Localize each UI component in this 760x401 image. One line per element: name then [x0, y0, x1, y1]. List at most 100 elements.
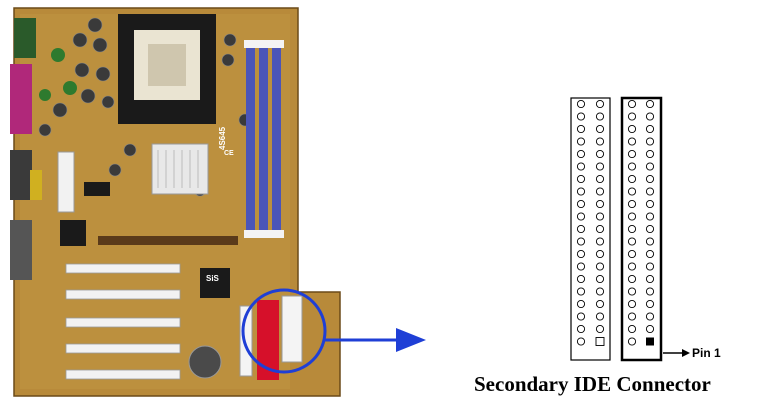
chokes	[39, 48, 77, 101]
pin	[595, 224, 605, 234]
pin	[627, 324, 637, 334]
pin	[645, 212, 655, 221]
pin	[645, 124, 655, 134]
pin	[576, 324, 586, 334]
pin1-arrow-icon	[663, 349, 690, 357]
pin	[627, 212, 637, 221]
pin	[645, 149, 655, 159]
pin	[595, 312, 605, 321]
pin	[627, 249, 637, 259]
pin	[627, 274, 637, 284]
pin	[645, 237, 655, 246]
pin	[645, 187, 655, 196]
chip-logo-label: SiS	[206, 274, 219, 283]
pin	[645, 299, 655, 309]
serial-port	[10, 150, 32, 200]
pin	[627, 337, 637, 346]
usb-audio	[10, 220, 32, 280]
atx-power	[57, 151, 75, 213]
ide-primary	[257, 300, 279, 380]
pin	[595, 237, 605, 246]
pin	[627, 174, 637, 184]
pin	[595, 137, 605, 146]
pin	[576, 174, 586, 184]
connector-title: Secondary IDE Connector	[474, 372, 711, 396]
callout-circle-icon	[241, 288, 327, 374]
arrow-right-icon	[325, 328, 426, 352]
pin	[576, 299, 586, 309]
pin	[595, 149, 605, 159]
pin	[595, 112, 605, 121]
pin	[576, 337, 586, 346]
parallel-port	[10, 64, 32, 134]
pin	[645, 99, 655, 109]
pin	[576, 212, 586, 221]
pin	[645, 112, 655, 121]
pin	[627, 187, 637, 196]
ide-secondary	[281, 295, 303, 363]
pin	[645, 324, 655, 334]
pin	[595, 212, 605, 221]
pin	[645, 137, 655, 146]
pin	[595, 262, 605, 271]
pin	[645, 287, 655, 296]
ps2-ports	[14, 18, 36, 58]
pin	[576, 274, 586, 284]
pin-square	[595, 337, 605, 346]
pin	[595, 124, 605, 134]
connector-outline-right	[620, 96, 663, 362]
pin	[627, 137, 637, 146]
pin	[627, 237, 637, 246]
pin	[645, 249, 655, 259]
pin	[627, 312, 637, 321]
pin1-square-icon	[646, 337, 654, 346]
pin	[576, 137, 586, 146]
pin	[627, 99, 637, 109]
connector-outline-left	[570, 97, 611, 361]
pin	[576, 249, 586, 259]
pin	[576, 112, 586, 121]
dimm-slots	[244, 40, 284, 238]
pin	[645, 162, 655, 171]
pci-slots	[65, 263, 181, 380]
northbridge-heatsink	[151, 143, 209, 195]
pin	[576, 287, 586, 296]
ce-mark-label: CE	[224, 150, 234, 157]
pin	[595, 274, 605, 284]
agp-slot	[98, 236, 238, 245]
pin	[576, 237, 586, 246]
pin	[576, 312, 586, 321]
pin	[595, 99, 605, 109]
pin	[576, 187, 586, 196]
capacitors	[38, 17, 252, 197]
pin	[576, 124, 586, 134]
pin	[595, 299, 605, 309]
pin	[595, 199, 605, 209]
pin	[576, 162, 586, 171]
pin	[645, 174, 655, 184]
pin	[595, 324, 605, 334]
pin	[627, 262, 637, 271]
pin	[576, 224, 586, 234]
pin-grid	[576, 99, 655, 346]
pin1-label: Pin 1	[692, 346, 721, 360]
pin	[645, 199, 655, 209]
pin	[595, 187, 605, 196]
pin	[645, 224, 655, 234]
pin	[627, 199, 637, 209]
pin	[576, 199, 586, 209]
pin	[627, 162, 637, 171]
pin	[645, 274, 655, 284]
pin	[627, 299, 637, 309]
cmos-battery	[188, 345, 222, 379]
pin	[595, 287, 605, 296]
pin	[595, 162, 605, 171]
pin	[595, 249, 605, 259]
pin	[627, 149, 637, 159]
pin	[576, 149, 586, 159]
pin	[595, 174, 605, 184]
pin	[576, 262, 586, 271]
